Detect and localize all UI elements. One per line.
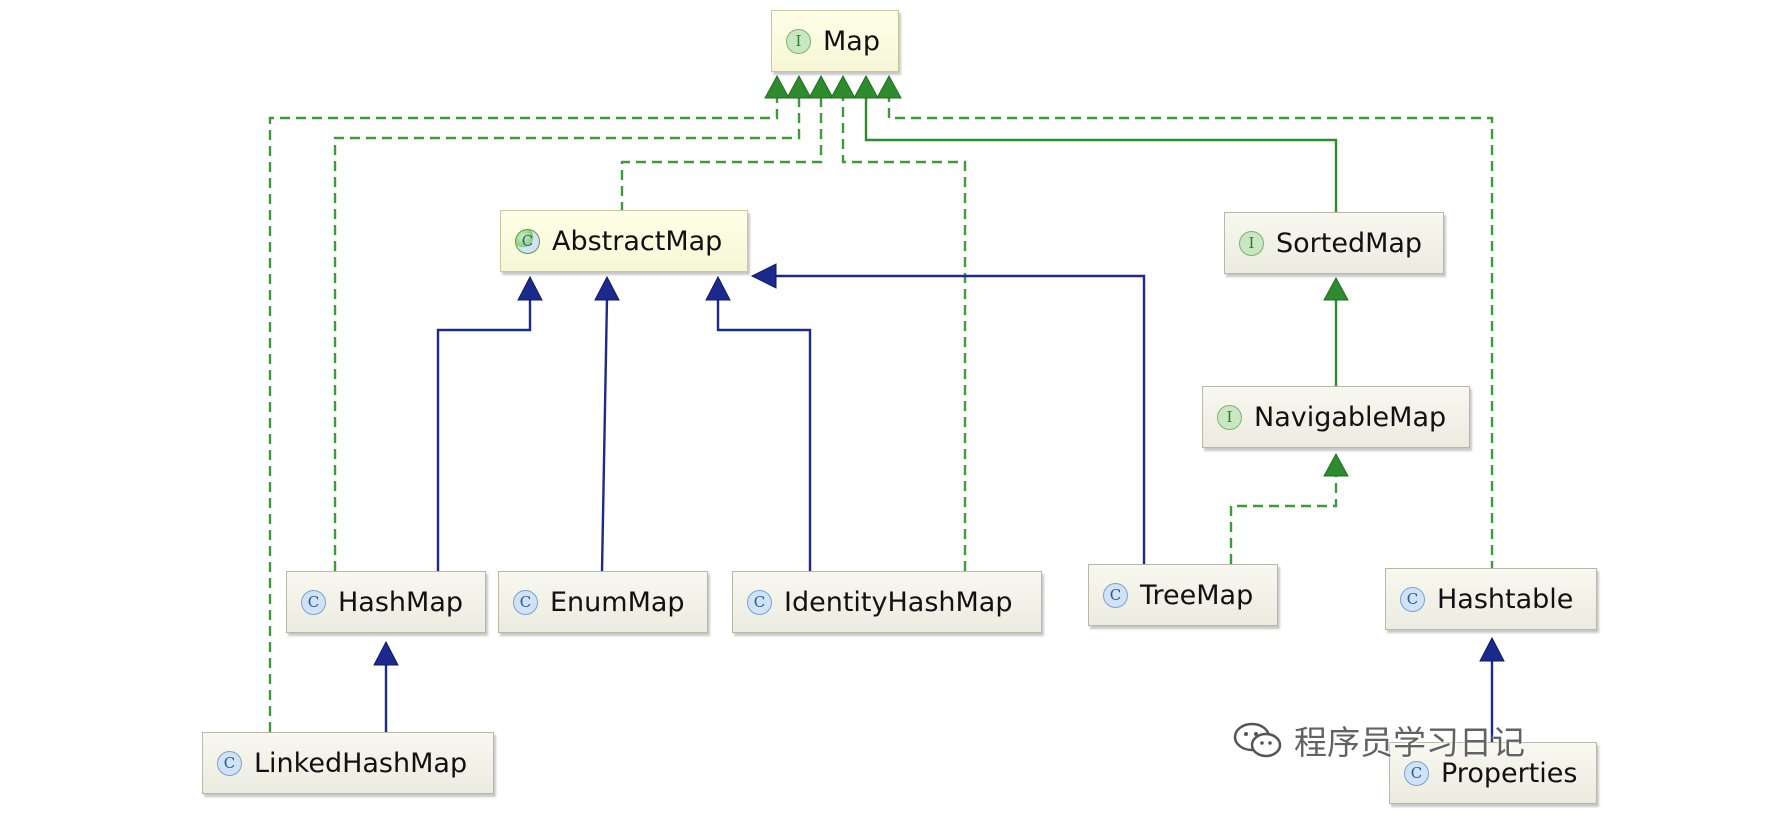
node-properties-label: Properties	[1441, 757, 1578, 789]
edge-identityhashmap-extends-abstractmap	[716, 298, 812, 571]
node-navigablemap-label: NavigableMap	[1254, 401, 1447, 433]
arrowhead-abstractmap-2	[594, 275, 620, 301]
edge-hashmap-extends-abstractmap	[436, 298, 532, 571]
arrowhead-abstractmap-3	[705, 275, 731, 301]
edge-abstractmap-implements-map	[620, 96, 823, 212]
arrowhead-map-6	[876, 74, 902, 99]
node-sortedmap-label: SortedMap	[1276, 227, 1423, 259]
node-navigablemap[interactable]: I NavigableMap	[1202, 386, 1470, 448]
class-icon: C	[301, 589, 326, 615]
node-treemap[interactable]: C TreeMap	[1088, 564, 1278, 626]
node-hashtable-label: Hashtable	[1437, 583, 1574, 615]
arrowhead-map-4	[830, 74, 856, 99]
edge-treemap-implements-navigablemap	[1229, 474, 1338, 564]
arrowhead-map-1	[764, 74, 790, 99]
interface-icon: I	[1239, 230, 1264, 256]
interface-icon: I	[786, 28, 811, 54]
arrowhead-map-5	[853, 74, 879, 99]
edge-enummap-extends-abstractmap	[600, 297, 609, 572]
node-properties[interactable]: C Properties	[1389, 742, 1597, 804]
edge-sortedmap-extends-map	[864, 96, 1338, 212]
node-enummap[interactable]: C EnumMap	[498, 571, 708, 633]
node-map-label: Map	[823, 25, 880, 57]
class-icon: C	[1404, 760, 1429, 786]
watermark-text: 程序员学习日记	[1294, 723, 1525, 762]
arrowhead-sortedmap	[1323, 276, 1349, 301]
node-hashmap[interactable]: C HashMap	[286, 571, 486, 633]
node-enummap-label: EnumMap	[550, 586, 685, 618]
arrowhead-hashmap	[373, 640, 399, 666]
class-icon: C	[1400, 586, 1425, 612]
arrowhead-map-2	[786, 74, 812, 99]
node-identityhashmap[interactable]: C IdentityHashMap	[732, 571, 1042, 633]
arrowhead-abstractmap-1	[517, 275, 543, 301]
class-icon: C	[217, 750, 242, 776]
node-abstractmap-label: AbstractMap	[552, 225, 723, 257]
edge-treemap-extends-abstractmap	[774, 274, 1146, 564]
class-icon: C	[513, 589, 538, 615]
class-icon: C	[1103, 582, 1128, 608]
node-linkedhashmap[interactable]: C LinkedHashMap	[202, 732, 494, 794]
node-map[interactable]: I Map	[771, 10, 899, 72]
edge-hashtable-implements-map	[887, 96, 1494, 571]
wechat-icon	[1233, 722, 1282, 758]
arrowhead-hashtable	[1479, 636, 1505, 662]
interface-icon: I	[1217, 404, 1242, 430]
node-treemap-label: TreeMap	[1140, 579, 1254, 611]
node-hashtable[interactable]: C Hashtable	[1385, 568, 1597, 630]
arrowhead-map-3	[808, 74, 834, 99]
node-sortedmap[interactable]: I SortedMap	[1224, 212, 1444, 274]
node-identityhashmap-label: IdentityHashMap	[784, 586, 1013, 618]
node-linkedhashmap-label: LinkedHashMap	[254, 747, 468, 779]
class-icon: C	[747, 589, 772, 615]
abstract-class-icon: C	[515, 228, 540, 254]
arrowhead-navigablemap	[1323, 452, 1349, 477]
edge-linkedhashmap-implements-map	[268, 96, 779, 732]
arrowhead-abstractmap-4	[750, 263, 777, 289]
edge-hashmap-implements-map	[333, 96, 801, 571]
edge-identityhashmap-implements-map	[841, 96, 967, 571]
node-abstractmap[interactable]: C AbstractMap	[500, 210, 748, 272]
watermark: 程序员学习日记	[1232, 716, 1525, 764]
node-hashmap-label: HashMap	[338, 586, 464, 618]
